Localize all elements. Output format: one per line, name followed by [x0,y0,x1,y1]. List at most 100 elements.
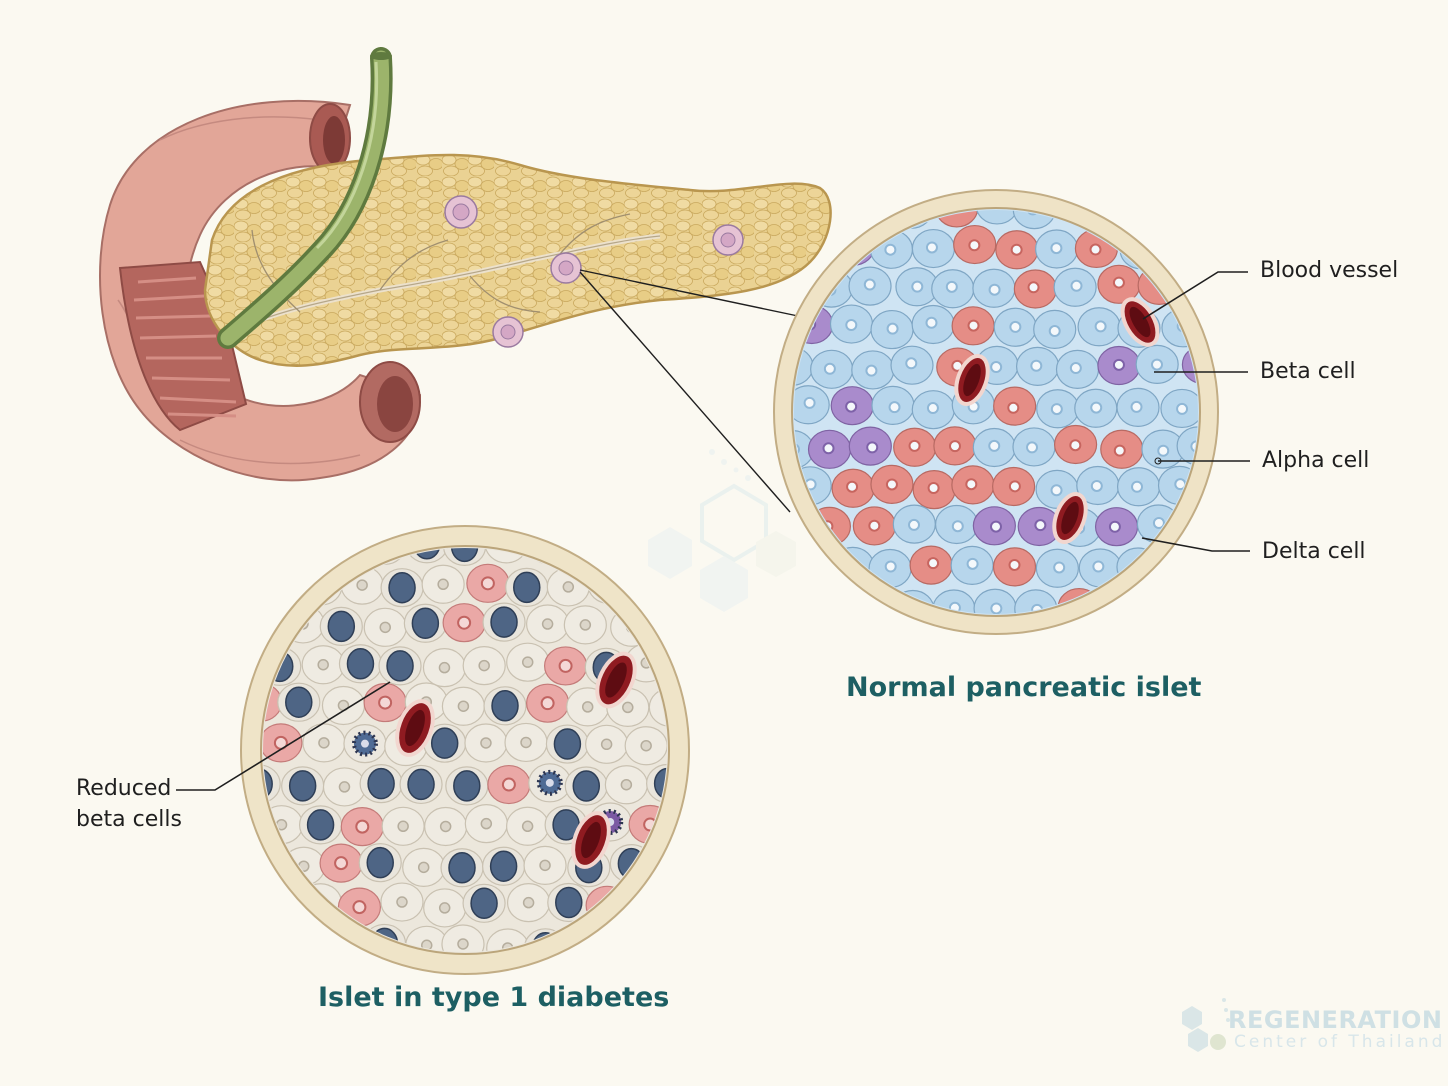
cell-nucleus [1008,558,1021,571]
duodenum [99,99,422,482]
cell-nucleus [1152,517,1165,530]
zoom-line-top [579,269,799,317]
cell-nucleus [967,319,980,332]
type1-islet-cells [263,548,667,952]
cell-nucleus [1157,444,1170,457]
cell-nucleus [1026,441,1039,454]
cell-nucleus [379,621,392,634]
cell-nucleus [480,737,492,749]
immune-cell [367,767,395,800]
immune-cell [430,727,459,759]
cell-nucleus [439,820,452,833]
leader-reduced-beta [176,681,391,791]
cell-nucleus [1050,403,1063,416]
cell-nucleus [1094,320,1107,333]
blood-vessel-lumen [1061,501,1079,535]
immune-cell [388,571,416,604]
immune-cell [653,767,667,800]
cell-nucleus [480,576,495,591]
watermark-title: REGENERATION [1228,1006,1443,1034]
cell-nucleus [866,441,879,454]
lymphocyte-nucleus [545,778,554,787]
blood-vessel-lumen [963,363,981,397]
immune-cell [490,606,518,638]
label-alpha-cell: Alpha cell [1262,448,1370,473]
cell-nucleus [480,817,493,830]
pancreas-islets [444,195,744,348]
cell-nucleus [988,439,1001,452]
cell-nucleus [884,243,897,256]
cell-nucleus [884,560,897,573]
immune-cell [491,690,519,722]
immune-cell [553,728,582,760]
cell-nucleus [865,364,878,377]
cell-nucleus [1034,519,1047,532]
cell-nucleus [1053,561,1066,574]
immune-cell [407,768,435,801]
cell-nucleus [501,777,516,792]
islet-cell [935,210,979,228]
cell-nucleus [863,278,876,291]
cell-nucleus [888,401,901,414]
cell-nucleus [905,357,918,370]
immune-cell [327,610,356,643]
cell-nucleus [522,896,535,909]
cell-nucleus [579,619,592,631]
faded-cell [648,687,667,727]
cell-nucleus [908,518,921,531]
immune-cell [366,846,394,879]
cell-nucleus [965,478,978,491]
cell-nucleus [457,938,469,950]
cell-nucleus [1130,400,1143,413]
blood-vessel-lumen [581,821,601,859]
cell-nucleus [457,700,470,712]
cell-nucleus [926,402,939,415]
immune-cell [470,887,498,920]
cell-nucleus [1070,279,1083,292]
cell-nucleus [356,579,368,591]
cell-nucleus [925,316,938,329]
cell-nucleus [1176,402,1189,415]
cell-nucleus [1010,243,1023,256]
cell-nucleus [622,701,634,714]
cell-nucleus [317,658,329,671]
leader-blood-vessel [1142,271,1248,320]
label-beta-cell: Beta cell [1260,359,1356,384]
cell-nucleus [989,520,1002,533]
cell-nucleus [318,737,330,749]
cell-nucleus [803,396,816,409]
immune-cell [555,886,583,919]
type1-islet [240,525,690,975]
cell-nucleus [397,820,409,833]
cell-nucleus [1008,480,1021,493]
cell-nucleus [1108,520,1121,533]
cell-nucleus [558,658,573,673]
cell-nucleus [338,781,351,793]
label-delta-cell: Delta cell [1262,539,1366,564]
cell-nucleus [846,480,859,493]
cell-nucleus [1007,401,1020,414]
cell-nucleus [457,615,472,630]
cell-nucleus [620,778,633,791]
cell-nucleus [822,442,835,455]
cell-nucleus [845,319,858,332]
logo-icon [1182,998,1230,1052]
immune-cell [448,851,476,884]
cell-nucleus [1069,439,1082,452]
cell-nucleus [1090,401,1103,414]
cell-nucleus [990,361,1003,374]
label-blood-vessel: Blood vessel [1260,258,1399,283]
cell-nucleus [541,618,554,630]
cell-nucleus [1090,479,1103,492]
cell-nucleus [539,859,551,872]
cell-nucleus [1112,276,1125,289]
caption-type1-islet: Islet in type 1 diabetes [318,982,670,1013]
blood-vessel-lumen [1129,306,1151,338]
cell-nucleus [1112,358,1125,371]
immune-cell [453,770,481,802]
leader-delta-cell [1141,537,1250,552]
immune-cell [450,548,479,563]
zoom-line-bottom [579,271,791,513]
cell-nucleus [1092,560,1105,573]
